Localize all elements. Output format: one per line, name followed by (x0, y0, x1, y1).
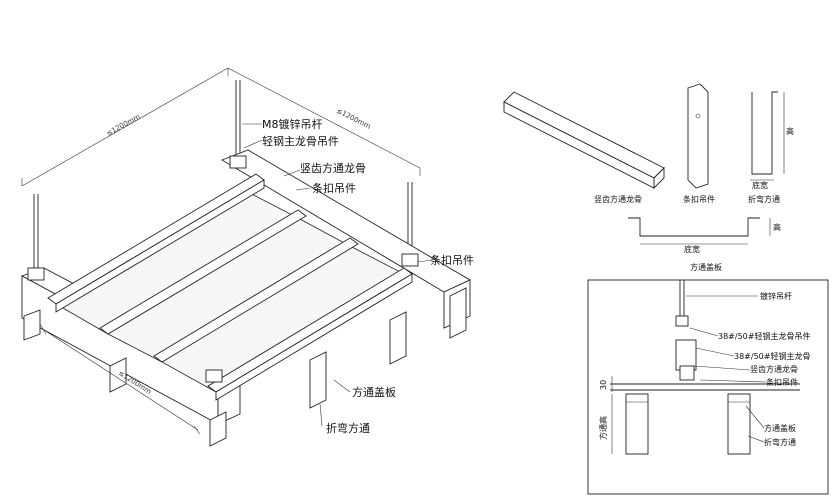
section-dimension-30: 30 (599, 380, 608, 390)
section-label-main-keel: 38#/50#轻钢主龙骨 (734, 351, 810, 361)
dimension-lines-bottom (39, 323, 201, 435)
section-label-cover: 方通盖板 (764, 423, 796, 433)
cover-profile (628, 217, 771, 245)
cover-panels (55, 189, 405, 393)
section-label-clip: 条扣吊件 (766, 377, 798, 387)
section-label-height: 方通高 (598, 416, 608, 440)
isometric-assembly: ≤1200mm ≤1200mm (20, 67, 474, 447)
cover-label-bottom-width: 底宽 (684, 244, 700, 254)
section-label-folded: 折弯方通 (764, 437, 796, 447)
dimension-lines-top (21, 67, 421, 187)
label-main-keel-hanger: 轻钢主龙骨吊件 (262, 134, 339, 148)
section-label-vertical-keel: 竖齿方通龙骨 (750, 364, 798, 374)
label-folded-tube: 折弯方通 (326, 421, 370, 435)
label-m8-rod: M8镀锌吊杆 (262, 117, 323, 131)
leader-lines (242, 123, 433, 427)
section-view (587, 279, 829, 495)
part-label-clip: 条扣吊件 (683, 194, 715, 204)
dimension-top-left: ≤1200mm (105, 113, 142, 138)
cover-label-height: 高 (773, 222, 781, 232)
label-cover-panel: 方通盖板 (352, 385, 396, 399)
part-clip (687, 83, 709, 189)
cross-keels (47, 173, 413, 401)
label-clip-right: 条扣吊件 (430, 253, 474, 267)
cover-caption: 方通盖板 (690, 262, 722, 272)
label-vertical-keel: 竖齿方通龙骨 (300, 161, 366, 175)
part-label-vertical-keel: 竖齿方通龙骨 (594, 194, 642, 204)
part-label-bottom-width: 底宽 (752, 180, 768, 190)
hanger-clips (27, 155, 419, 383)
folded-tubes (23, 287, 467, 447)
part-label-height: 高 (786, 126, 794, 136)
section-label-main-keel-hanger: 38#/50#轻钢主龙骨吊件 (718, 331, 810, 341)
part-folded-channel (750, 91, 785, 181)
component-parts: 竖齿方通龙骨 条扣吊件 高 底宽 折弯方通 底宽 高 方通盖板 (503, 83, 794, 272)
part-label-folded-channel: 折弯方通 (748, 194, 780, 204)
dimension-top-right: ≤1200mm (335, 107, 372, 131)
label-clip: 条扣吊件 (312, 181, 356, 195)
section-label-rod: 镀锌吊杆 (760, 291, 792, 301)
part-vertical-keel (503, 91, 665, 190)
